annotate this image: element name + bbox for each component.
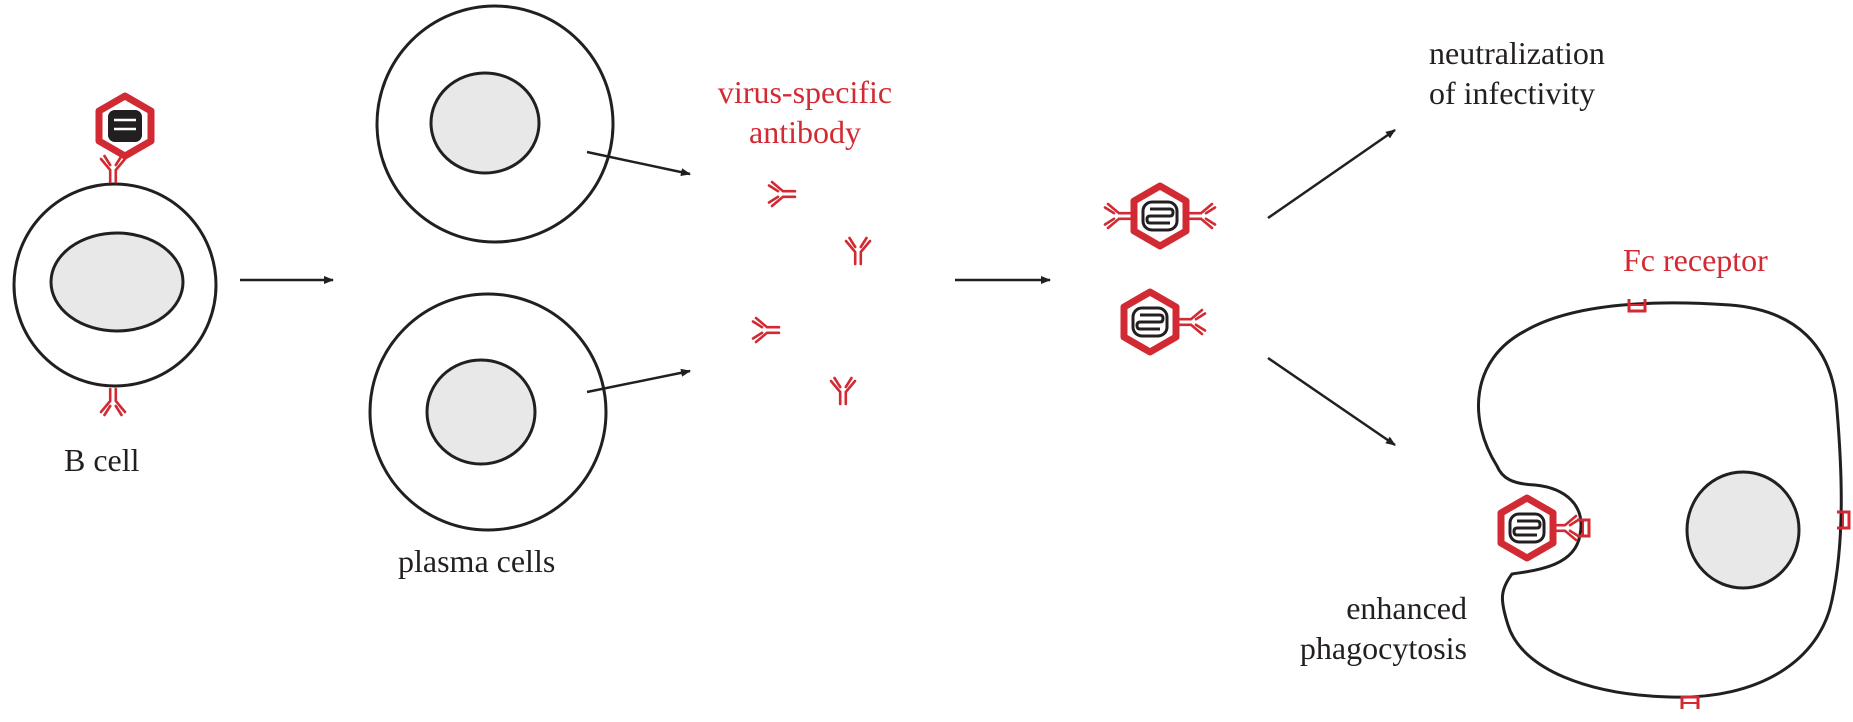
enhanced-phagocytosis-label-line-2: phagocytosis — [1299, 630, 1467, 666]
plasma-cell-bottom — [368, 292, 608, 532]
arrow-plasma-top-to-antibody — [586, 150, 691, 177]
fc-receptor — [1680, 695, 1700, 711]
virus-specific-antibody-label-line-2: antibody — [749, 114, 861, 150]
bound-antibody — [1187, 202, 1217, 230]
virus-specific-antibody-label-line-1: virus-specific — [717, 74, 893, 110]
b-cell-surface-antibody-top — [99, 154, 127, 184]
free-antibody — [767, 180, 797, 208]
virus-specific-antibody-label: virus-specific antibody — [685, 72, 925, 152]
neutralization-label: neutralization of infectivity — [1429, 33, 1605, 113]
arrow-to-neutralization — [1267, 128, 1396, 220]
bound-antibody — [1551, 514, 1581, 542]
arrow-to-phagocytosis — [1267, 356, 1396, 447]
neutralized-virus — [1134, 186, 1186, 246]
opsonized-virus — [1124, 292, 1176, 352]
neutralization-label-line-1: neutralization — [1429, 35, 1605, 71]
enhanced-phagocytosis-label-line-1: enhanced — [1346, 590, 1467, 626]
b-cell-surface-antibody-bottom — [99, 387, 127, 417]
free-antibody — [751, 316, 781, 344]
enhanced-phagocytosis-label: enhanced phagocytosis — [1232, 588, 1467, 668]
phagocyte-membrane — [1477, 301, 1843, 699]
bound-antibody — [1103, 202, 1133, 230]
phagocyte-nucleus — [1685, 470, 1801, 590]
plasma-cell-top — [375, 4, 615, 244]
arrow-plasma-bottom-to-antibody — [586, 368, 691, 394]
neutralization-label-line-2: of infectivity — [1429, 75, 1596, 111]
b-cell-label: B cell — [64, 442, 140, 478]
free-antibody — [829, 376, 857, 406]
plasma-cell-top-nucleus — [429, 71, 541, 175]
fc-receptor-label: Fc receptor — [1623, 242, 1768, 278]
plasma-cells-label: plasma cells — [398, 543, 556, 579]
free-antibody — [844, 236, 872, 266]
bound-antibody — [1177, 308, 1207, 336]
plasma-cell-bottom-nucleus — [425, 358, 537, 466]
phagocytosed-virus — [1501, 498, 1553, 558]
b-cell-nucleus — [49, 231, 185, 333]
b-cell — [12, 182, 218, 388]
bound-virus-b-cell — [99, 96, 151, 156]
